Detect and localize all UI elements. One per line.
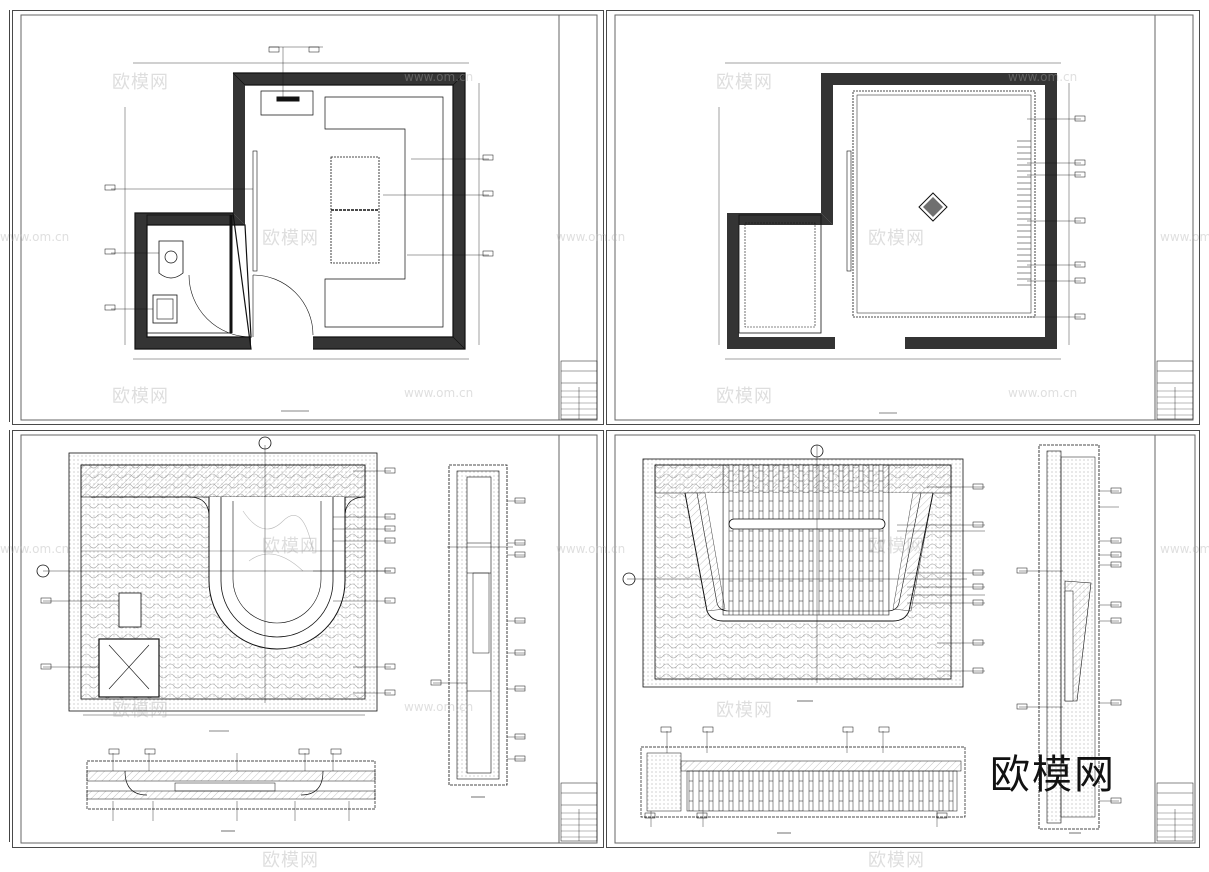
left-margin-rule bbox=[9, 430, 10, 842]
drawing-sheet-ceiling-plan bbox=[606, 10, 1200, 425]
ceiling-plan-drawing bbox=[614, 14, 1194, 421]
elevation-b-drawing bbox=[614, 434, 1196, 844]
brand-logo-text: 欧模网 bbox=[990, 752, 1116, 798]
watermark-text: 欧模网 bbox=[262, 850, 319, 871]
drawing-sheet-floor-plan bbox=[12, 10, 604, 425]
elevation-a-drawing bbox=[20, 434, 598, 844]
floor-plan-drawing bbox=[20, 14, 598, 421]
left-margin-rule bbox=[9, 10, 10, 422]
drawing-sheet-elevation-a bbox=[12, 430, 604, 848]
watermark-text: 欧模网 bbox=[868, 850, 925, 871]
drawing-sheet-elevation-b bbox=[606, 430, 1200, 848]
